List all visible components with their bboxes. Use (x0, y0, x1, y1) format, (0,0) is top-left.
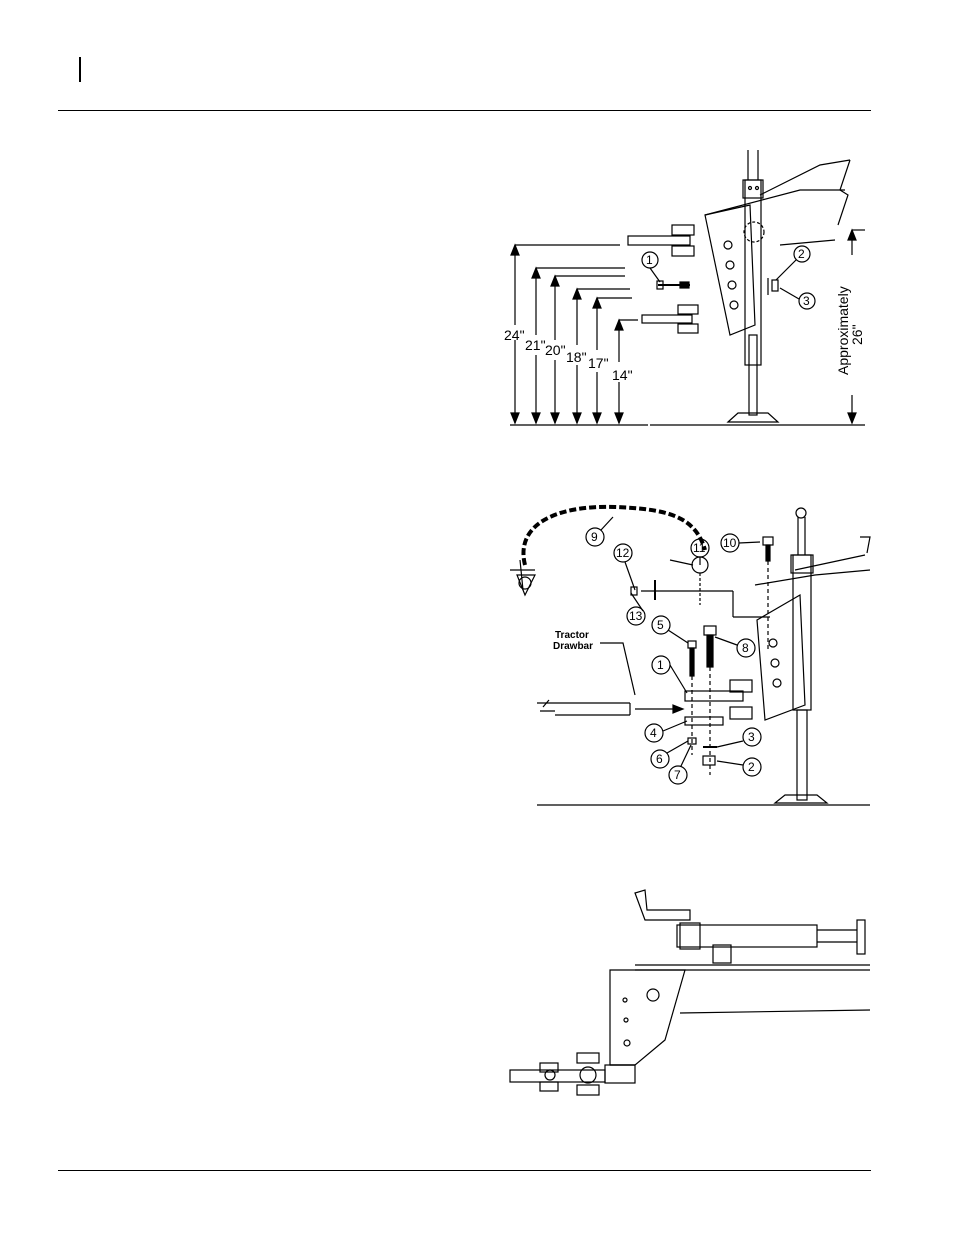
figure-hitch-height: 1 2 3 24" 21" 20" 18" 17" 14" Approximat… (500, 150, 880, 440)
callout-3: 3 (748, 730, 755, 744)
dim-17: 17" (588, 355, 609, 371)
callout-8: 8 (742, 641, 749, 655)
callout-3: 3 (803, 294, 810, 308)
callout-4: 4 (650, 726, 657, 740)
drawbar-label-line2: Drawbar (553, 641, 593, 652)
callout-1: 1 (646, 253, 653, 267)
callout-6: 6 (656, 752, 663, 766)
figure-jack-storage (505, 885, 880, 1105)
approx-value: 26" (849, 324, 865, 345)
dim-14: 14" (612, 367, 633, 383)
callout-13: 13 (629, 609, 643, 623)
dim-24: 24" (504, 327, 525, 343)
drawbar-label-line1: Tractor (555, 630, 589, 641)
header-tab-mark (79, 57, 81, 82)
callout-1: 1 (657, 658, 664, 672)
callout-5: 5 (657, 618, 664, 632)
callout-9: 9 (591, 530, 598, 544)
callout-12: 12 (616, 546, 630, 560)
callout-11: 11 (693, 541, 706, 555)
callout-10: 10 (723, 536, 737, 550)
callout-2: 2 (748, 760, 755, 774)
figure-hitch-hardware: 9 10 11 12 13 5 8 1 4 6 7 3 2 Tractor Dr… (495, 495, 880, 815)
dim-20: 20" (545, 342, 566, 358)
callout-2: 2 (798, 247, 805, 261)
dim-21: 21" (525, 337, 546, 353)
callout-7: 7 (674, 768, 681, 782)
header-rule (58, 110, 871, 111)
footer-rule (58, 1170, 871, 1171)
dim-18: 18" (566, 349, 587, 365)
